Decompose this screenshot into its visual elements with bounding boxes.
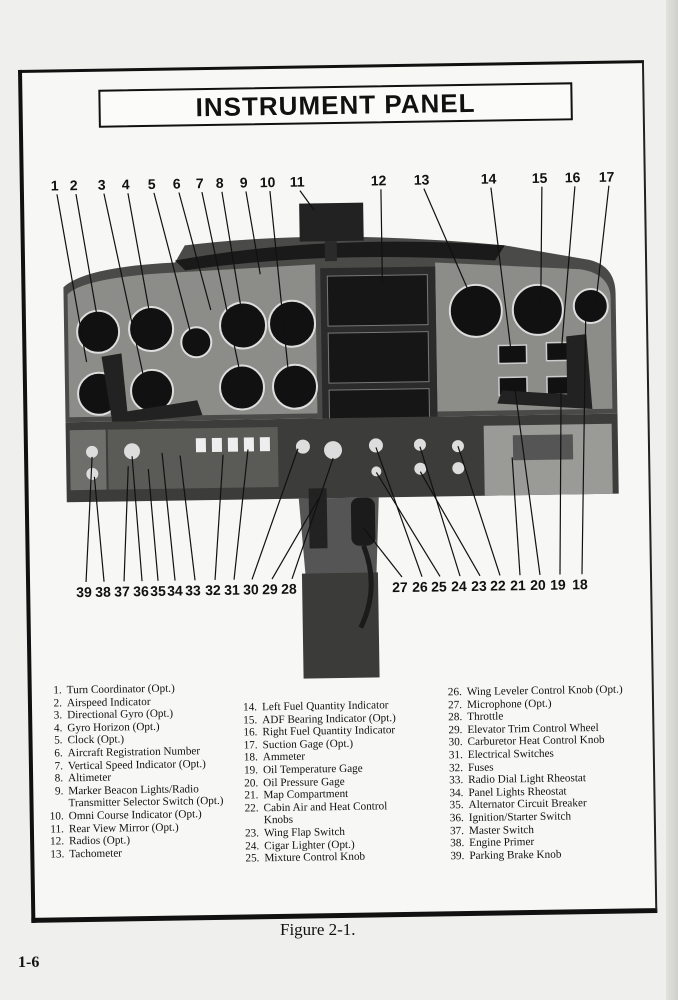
callout-27: 27 xyxy=(392,579,408,595)
legend-column-2: 14.Left Fuel Quantity Indicator 15.ADF B… xyxy=(235,698,453,865)
callout-21: 21 xyxy=(510,577,526,593)
map-compartment xyxy=(512,434,574,461)
callout-5: 5 xyxy=(148,176,156,192)
callout-36: 36 xyxy=(133,583,149,599)
callout-26: 26 xyxy=(412,579,428,595)
callout-1: 1 xyxy=(51,177,59,193)
callout-33: 33 xyxy=(185,582,201,598)
callout-11: 11 xyxy=(290,174,305,190)
legend-item: 13.Tachometer xyxy=(50,847,123,861)
instrument-panel-photo: 1 2 3 4 5 6 7 8 9 10 11 12 13 14 15 16 1… xyxy=(51,169,619,683)
callout-8: 8 xyxy=(216,175,224,191)
callout-6: 6 xyxy=(173,175,181,191)
page-edge xyxy=(666,0,678,1000)
legend: 1.Turn Coordinator (Opt.) 2.Airspeed Ind… xyxy=(40,675,653,895)
callout-13: 13 xyxy=(414,172,430,188)
callout-14: 14 xyxy=(481,170,497,186)
callout-29: 29 xyxy=(262,581,278,597)
callout-23: 23 xyxy=(471,578,487,594)
callout-4: 4 xyxy=(122,176,130,192)
callout-37: 37 xyxy=(114,583,130,599)
callout-38: 38 xyxy=(95,584,111,600)
callout-16: 16 xyxy=(565,169,581,185)
callout-34: 34 xyxy=(167,582,183,598)
callout-9: 9 xyxy=(240,174,248,190)
callout-15: 15 xyxy=(532,170,548,186)
callout-22: 22 xyxy=(490,577,506,593)
callout-28: 28 xyxy=(281,581,297,597)
callout-17: 17 xyxy=(599,169,615,185)
callout-20: 20 xyxy=(530,577,546,593)
callout-35: 35 xyxy=(150,583,166,599)
callout-30: 30 xyxy=(243,581,259,597)
callouts-bottom: 39 38 37 36 35 34 33 32 31 30 29 28 27 2… xyxy=(76,576,588,600)
callout-19: 19 xyxy=(550,576,566,592)
figure-caption: Figure 2-1. xyxy=(280,920,356,939)
page-number: 1-6 xyxy=(18,954,40,971)
callout-24: 24 xyxy=(451,578,467,594)
callout-2: 2 xyxy=(70,177,78,193)
microphone xyxy=(350,497,376,546)
callout-3: 3 xyxy=(98,177,106,193)
legend-column-1: 1.Turn Coordinator (Opt.) 2.Airspeed Ind… xyxy=(40,681,253,861)
legend-item: 25.Mixture Control Knob xyxy=(245,850,366,865)
callout-31: 31 xyxy=(224,582,240,598)
callout-12: 12 xyxy=(371,172,387,188)
callout-39: 39 xyxy=(76,584,92,600)
callout-25: 25 xyxy=(431,578,447,594)
callouts-top: 1 2 3 4 5 6 7 8 9 10 11 12 13 14 15 16 1… xyxy=(51,169,615,194)
callout-10: 10 xyxy=(260,174,276,190)
legend-column-3: 26.Wing Leveler Control Knob (Opt.) 27.M… xyxy=(440,683,673,863)
callout-32: 32 xyxy=(205,582,221,598)
figure-frame: INSTRUMENT PANEL xyxy=(18,60,658,923)
callout-18: 18 xyxy=(572,576,588,592)
legend-item: 39.Parking Brake Knob xyxy=(450,848,562,863)
callout-7: 7 xyxy=(196,175,204,191)
rear-view-mirror xyxy=(299,202,364,242)
